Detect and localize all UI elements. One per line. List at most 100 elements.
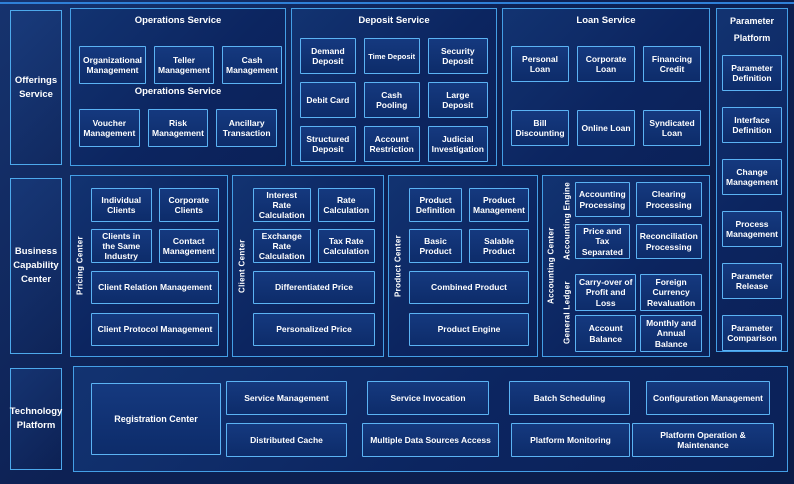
product-center-vertical-label: Product Center — [393, 235, 403, 297]
deposit-grid: Demand Deposit Time Deposit Security Dep… — [292, 38, 496, 162]
box-cash-management: Cash Management — [222, 46, 282, 84]
general-ledger-grid: Carry-over of Profit and Loss Foreign Cu… — [575, 274, 702, 352]
box-tax-rate-calculation: Tax Rate Calculation — [317, 229, 375, 263]
loan-service-title: Loan Service — [576, 15, 636, 26]
box-salable-product: Salable Product — [469, 229, 529, 263]
client-small-grid: Interest Rate Calculation Rate Calculati… — [253, 188, 375, 263]
accounting-center-vertical-label: Accounting Center — [546, 227, 556, 305]
general-ledger-vertical-label: General Ledger — [562, 281, 572, 345]
box-registration-center: Registration Center — [91, 383, 221, 455]
box-differentiated-price: Differentiated Price — [253, 271, 375, 304]
deposit-service-panel: Deposit Service Demand Deposit Time Depo… — [291, 8, 497, 166]
box-individual-clients: Individual Clients — [91, 188, 152, 222]
box-clearing-processing: Clearing Processing — [635, 182, 702, 217]
box-monthly-annual-balance: Monthly and Annual Balance — [640, 315, 702, 352]
offerings-service-label: Offerings Service — [10, 10, 62, 165]
box-parameter-release: Parameter Release — [722, 263, 782, 300]
box-interest-rate-calculation: Interest Rate Calculation — [253, 188, 311, 222]
box-demand-deposit: Demand Deposit — [300, 38, 356, 74]
box-platform-monitoring: Platform Monitoring — [511, 423, 630, 457]
parameter-platform-column: Parameter Definition Interface Definitio… — [717, 47, 787, 352]
business-capability-center-label-text: Business Capability Center — [13, 246, 59, 285]
box-interface-definition: Interface Definition — [722, 107, 782, 144]
box-price-and-tax-separated: Price and Tax Separated — [575, 224, 630, 259]
box-financing-credit: Financing Credit — [643, 46, 701, 82]
box-organizational-management: Organizational Management — [79, 46, 147, 84]
box-debit-card: Debit Card — [300, 82, 356, 118]
operations-service-subtitle: Operations Service — [134, 86, 222, 97]
box-structured-deposit: Structured Deposit — [300, 126, 356, 162]
box-platform-operation-maintenance: Platform Operation & Maintenance — [632, 423, 774, 457]
box-client-relation-management: Client Relation Management — [91, 271, 219, 304]
client-center-panel: Client Center Interest Rate Calculation … — [232, 175, 384, 357]
box-foreign-currency-revaluation: Foreign Currency Revaluation — [640, 274, 702, 311]
box-product-definition: Product Definition — [409, 188, 463, 222]
box-judicial-investigation: Judicial Investigation — [427, 126, 488, 162]
top-frame-line — [0, 2, 794, 4]
box-corporate-clients: Corporate Clients — [158, 188, 219, 222]
box-reconciliation-processing: Reconciliation Processing — [635, 224, 702, 259]
box-product-engine: Product Engine — [409, 313, 529, 346]
box-security-deposit: Security Deposit — [427, 38, 488, 74]
box-clients-same-industry: Clients in the Same Industry — [91, 229, 152, 263]
box-rate-calculation: Rate Calculation — [317, 188, 375, 222]
box-client-protocol-management: Client Protocol Management — [91, 313, 219, 346]
box-basic-product: Basic Product — [409, 229, 463, 263]
box-multiple-data-sources-access: Multiple Data Sources Access — [362, 423, 499, 457]
product-center-panel: Product Center Product Definition Produc… — [388, 175, 538, 357]
loan-row-1: Personal Loan Corporate Loan Financing C… — [503, 46, 709, 82]
box-combined-product: Combined Product — [409, 271, 529, 304]
box-personalized-price: Personalized Price — [253, 313, 375, 346]
box-teller-management: Teller Management — [154, 46, 214, 84]
technology-platform-label: Technology Platform — [10, 368, 62, 470]
box-service-management: Service Management — [226, 381, 347, 415]
box-configuration-management: Configuration Management — [646, 381, 770, 415]
deposit-service-title: Deposit Service — [358, 15, 430, 26]
pricing-center-panel: Pricing Center Individual Clients Corpor… — [70, 175, 228, 357]
technology-platform-label-text: Technology Platform — [9, 406, 63, 431]
box-parameter-definition: Parameter Definition — [722, 55, 782, 92]
operations-row-1: Organizational Management Teller Managem… — [71, 46, 285, 84]
operations-row-2: Voucher Management Risk Management Ancil… — [71, 109, 285, 147]
box-bill-discounting: Bill Discounting — [511, 110, 569, 146]
box-contact-management: Contact Management — [158, 229, 219, 263]
box-carry-over-profit-loss: Carry-over of Profit and Loss — [575, 274, 637, 311]
general-ledger-group: General Ledger Carry-over of Profit and … — [559, 274, 702, 352]
accounting-engine-group: Accounting Engine Accounting Processing … — [559, 182, 702, 260]
box-syndicated-loan: Syndicated Loan — [643, 110, 701, 146]
box-cash-pooling: Cash Pooling — [363, 82, 420, 118]
product-small-grid: Product Definition Product Management Ba… — [409, 188, 529, 263]
box-corporate-loan: Corporate Loan — [577, 46, 635, 82]
operations-service-panel: Operations Service Organizational Manage… — [70, 8, 286, 166]
box-accounting-processing: Accounting Processing — [575, 182, 630, 217]
box-online-loan: Online Loan — [577, 110, 635, 146]
box-ancillary-transaction: Ancillary Transaction — [216, 109, 277, 147]
business-capability-center-label: Business Capability Center — [10, 178, 62, 354]
accounting-engine-grid: Accounting Processing Clearing Processin… — [575, 182, 702, 260]
client-center-vertical-label: Client Center — [237, 239, 247, 293]
box-account-restriction: Account Restriction — [363, 126, 420, 162]
box-service-invocation: Service Invocation — [367, 381, 489, 415]
product-center-content: Product Definition Product Management Ba… — [407, 176, 537, 356]
box-account-balance: Account Balance — [575, 315, 637, 352]
box-batch-scheduling: Batch Scheduling — [509, 381, 630, 415]
pricing-center-content: Individual Clients Corporate Clients Cli… — [89, 176, 227, 356]
parameter-platform-title: Parameter Platform — [729, 16, 775, 44]
accounting-engine-vertical-label: Accounting Engine — [562, 182, 572, 260]
pricing-small-grid: Individual Clients Corporate Clients Cli… — [91, 188, 219, 263]
box-large-deposit: Large Deposit — [427, 82, 488, 118]
box-product-management: Product Management — [469, 188, 529, 222]
loan-row-2: Bill Discounting Online Loan Syndicated … — [503, 110, 709, 146]
offerings-service-label-text: Offerings Service — [14, 74, 58, 100]
technology-platform-panel: Registration Center Service Management D… — [73, 366, 788, 472]
box-time-deposit: Time Deposit — [363, 38, 420, 74]
operations-service-title: Operations Service — [134, 15, 222, 26]
pricing-center-vertical-label: Pricing Center — [75, 236, 85, 296]
box-parameter-comparison: Parameter Comparison — [722, 315, 782, 352]
accounting-center-content: Accounting Engine Accounting Processing … — [559, 176, 710, 356]
parameter-platform-panel: Parameter Platform Parameter Definition … — [716, 8, 788, 352]
box-distributed-cache: Distributed Cache — [226, 423, 347, 457]
box-change-management: Change Management — [722, 159, 782, 196]
box-risk-management: Risk Management — [147, 109, 209, 147]
